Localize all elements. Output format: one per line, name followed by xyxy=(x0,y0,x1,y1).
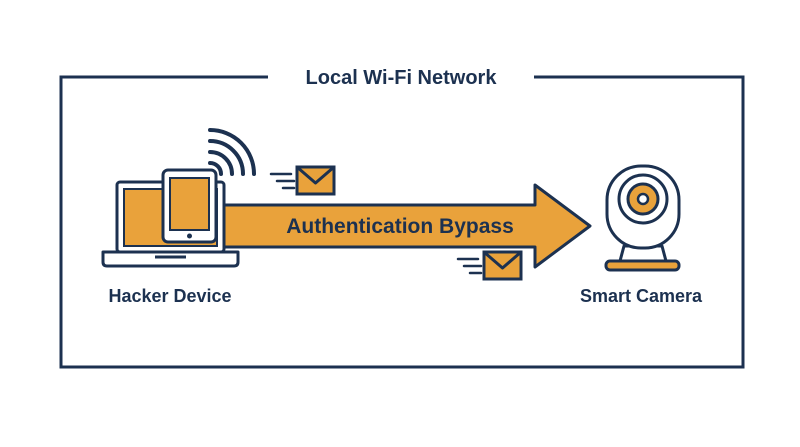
envelope-icon xyxy=(269,165,336,196)
laptop-with-tablet-icon xyxy=(101,168,240,268)
envelope-icon xyxy=(456,250,523,281)
network-title-backdrop xyxy=(268,66,534,90)
network-title: Local Wi-Fi Network xyxy=(306,67,498,89)
attack-arrow: Authentication Bypass xyxy=(220,183,592,269)
attack-label: Authentication Bypass xyxy=(286,215,514,238)
attacker-label: Hacker Device xyxy=(108,286,231,306)
wifi-signal-icon xyxy=(208,128,256,176)
arrow-shape xyxy=(220,183,592,269)
target-label: Smart Camera xyxy=(580,286,703,306)
security-camera-icon xyxy=(604,164,681,272)
